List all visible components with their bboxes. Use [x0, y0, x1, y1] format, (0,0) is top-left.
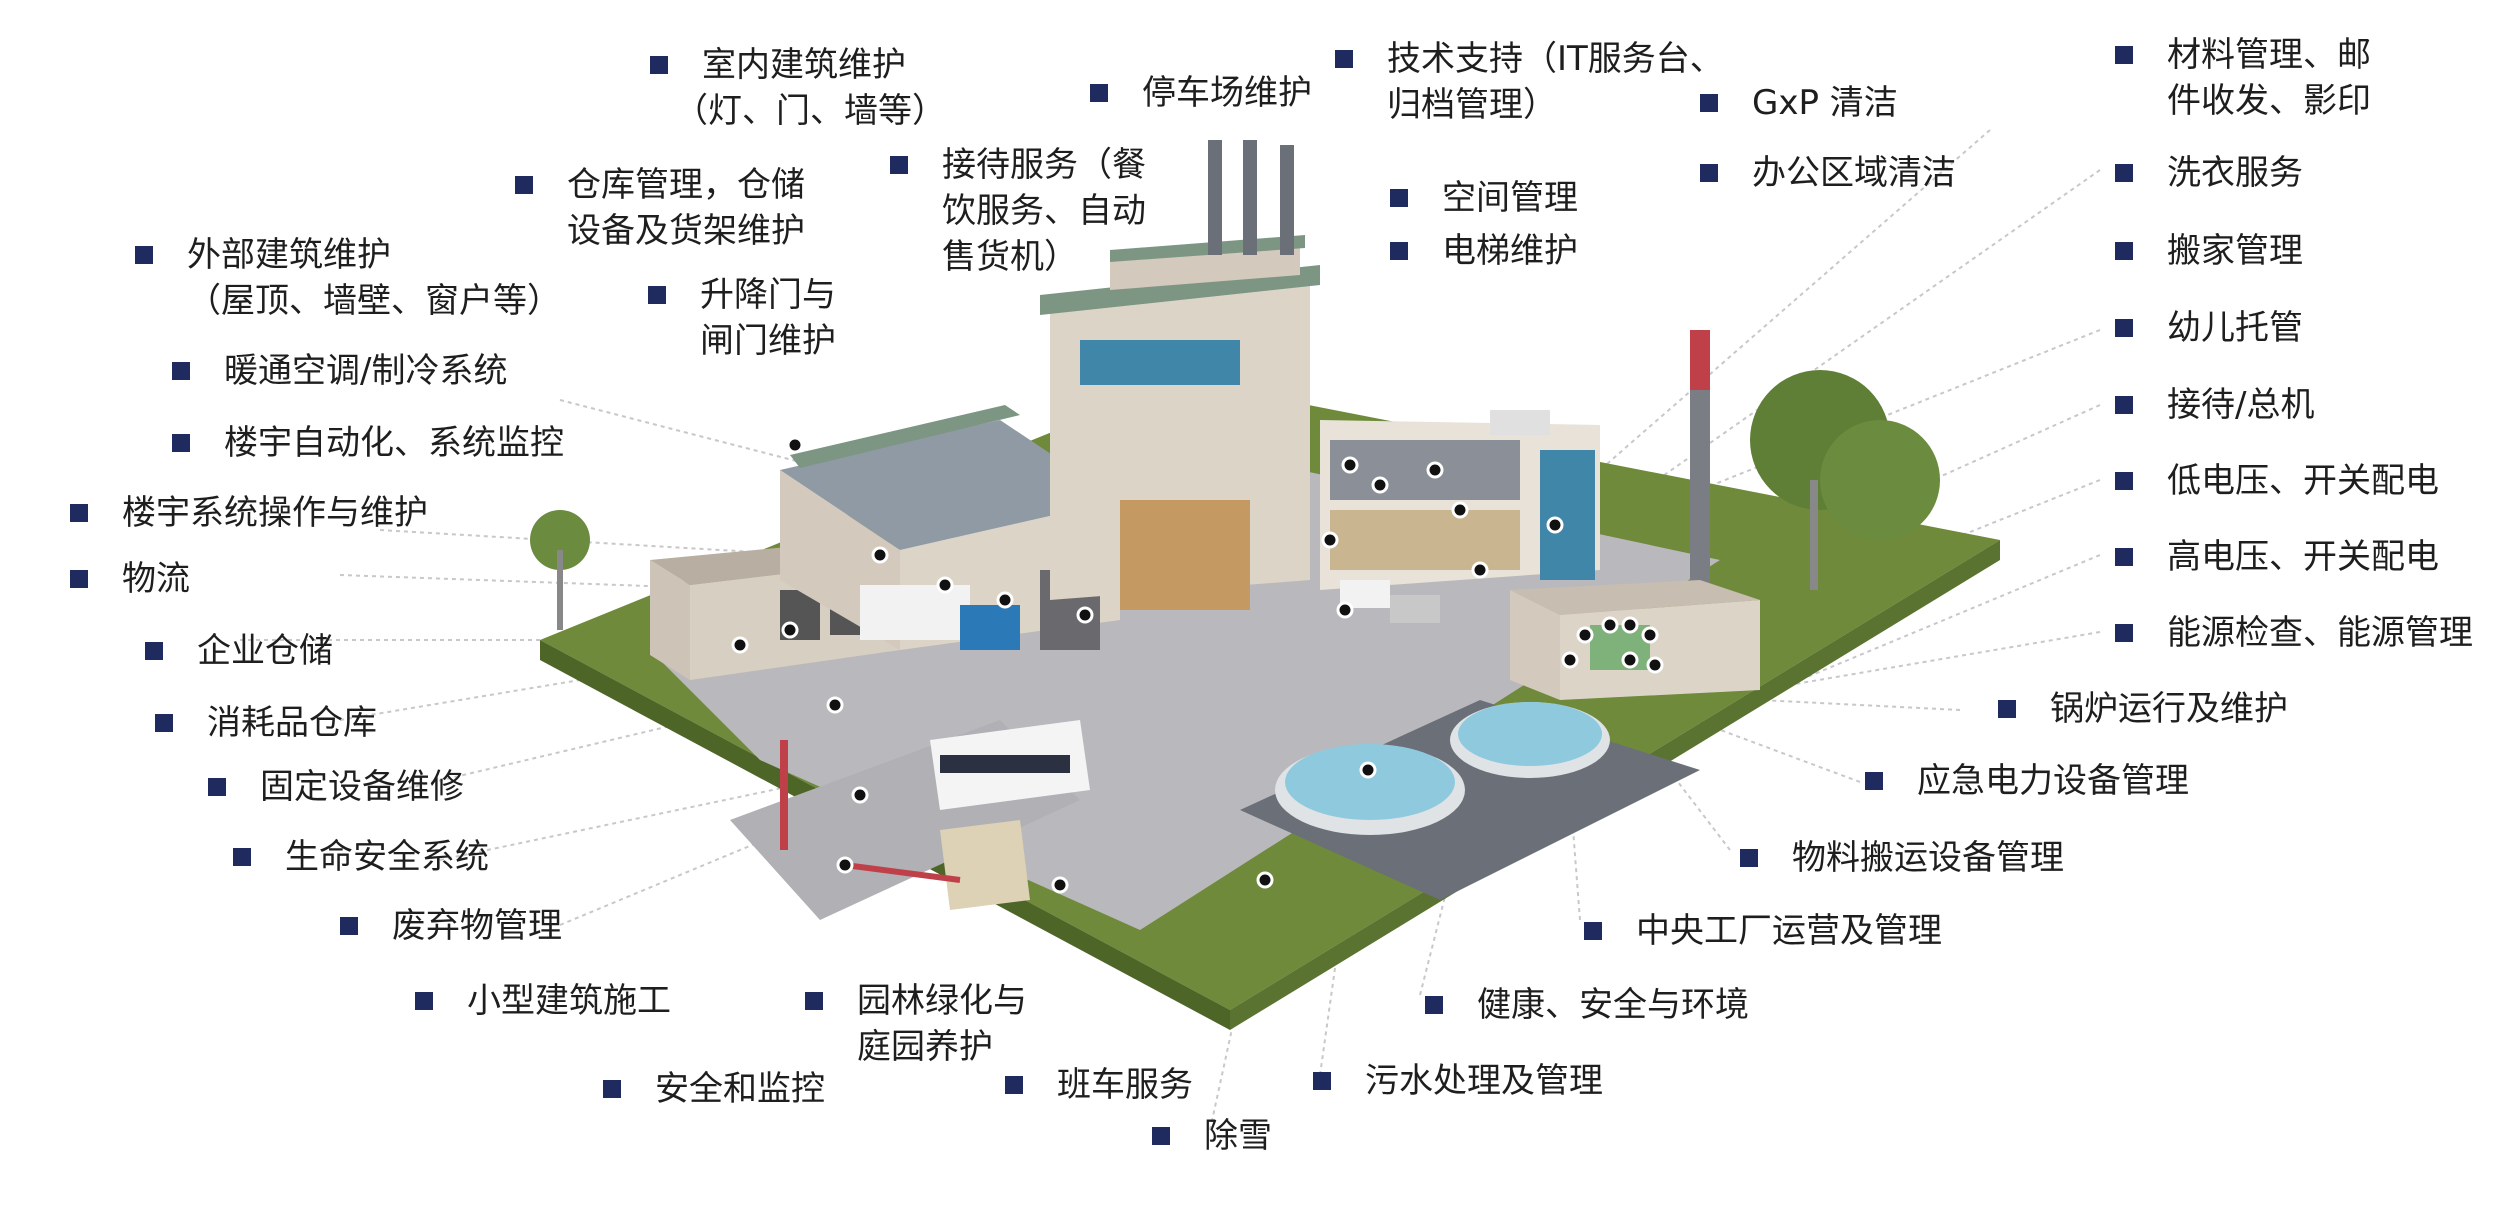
label-tech-support: 技术支持（IT服务台、归档管理）	[1335, 36, 1724, 128]
label-fixed-equipment: 固定设备维修	[208, 764, 464, 810]
bullet-square-icon	[233, 848, 251, 866]
bullet-square-icon	[155, 714, 173, 732]
bullet-square-icon	[1152, 1127, 1170, 1145]
bullet-square-icon	[1700, 94, 1718, 112]
label-space-mgmt: 空间管理	[1390, 175, 1578, 221]
bullet-square-icon	[1865, 772, 1883, 790]
bullet-square-icon	[415, 992, 433, 1010]
bullet-square-icon	[145, 642, 163, 660]
label-life-safety: 生命安全系统	[233, 834, 489, 880]
label-low-voltage: 低电压、开关配电	[2115, 458, 2439, 504]
bullet-square-icon	[1740, 849, 1758, 867]
label-reception-services: 接待服务（餐饮服务、自动售货机）	[890, 142, 1146, 280]
label-boiler: 锅炉运行及维护	[1998, 686, 2288, 732]
bullet-square-icon	[515, 176, 533, 194]
callout-dots	[731, 436, 1664, 894]
bullet-square-icon	[1390, 189, 1408, 207]
label-ehs: 健康、安全与环境	[1425, 982, 1749, 1028]
label-wastewater: 污水处理及管理	[1313, 1058, 1603, 1104]
bullet-square-icon	[2115, 164, 2133, 182]
bullet-square-icon	[603, 1080, 621, 1098]
label-hvac: 暖通空调/制冷系统	[172, 348, 507, 394]
label-waste-mgmt: 废弃物管理	[340, 903, 562, 949]
bullet-square-icon	[1998, 700, 2016, 718]
label-moving-mgmt: 搬家管理	[2115, 228, 2303, 274]
bullet-square-icon	[2115, 624, 2133, 642]
label-reception-switchboard: 接待/总机	[2115, 382, 2314, 428]
bullet-square-icon	[648, 286, 666, 304]
label-office-cleaning: 办公区域清洁	[1700, 150, 1956, 196]
label-energy-mgmt: 能源检查、能源管理	[2115, 610, 2473, 656]
label-enterprise-storage: 企业仓储	[145, 628, 333, 674]
label-elevator-maint: 电梯维护	[1390, 228, 1578, 274]
bullet-square-icon	[2115, 548, 2133, 566]
label-material-handling: 物料搬运设备管理	[1740, 835, 2064, 881]
bullet-square-icon	[135, 246, 153, 264]
bullet-square-icon	[2115, 396, 2133, 414]
label-gxp-cleaning: GxP 清洁	[1700, 80, 1898, 126]
bullet-square-icon	[1005, 1076, 1023, 1094]
label-shuttle: 班车服务	[1005, 1062, 1193, 1108]
label-laundry: 洗衣服务	[2115, 150, 2303, 196]
bullet-square-icon	[2115, 472, 2133, 490]
label-emergency-power: 应急电力设备管理	[1865, 758, 2189, 804]
label-security: 安全和监控	[603, 1066, 825, 1112]
bullet-square-icon	[208, 778, 226, 796]
label-building-systems-ops: 楼宇系统操作与维护	[70, 490, 428, 536]
label-parking-maint: 停车场维护	[1090, 70, 1312, 116]
bullet-square-icon	[340, 917, 358, 935]
bullet-square-icon	[70, 570, 88, 588]
label-building-automation: 楼宇自动化、系统监控	[172, 420, 564, 466]
label-central-plant: 中央工厂运营及管理	[1584, 908, 1942, 954]
label-warehouse-mgmt: 仓库管理，仓储设备及货架维护	[515, 162, 805, 254]
label-snow-removal: 除雪	[1152, 1113, 1272, 1159]
bullet-square-icon	[1390, 242, 1408, 260]
bullet-square-icon	[805, 992, 823, 1010]
bullet-square-icon	[172, 362, 190, 380]
label-landscaping: 园林绿化与庭园养护	[805, 978, 1027, 1070]
bullet-square-icon	[1313, 1072, 1331, 1090]
bullet-square-icon	[1425, 996, 1443, 1014]
label-materials-mail: 材料管理、邮件收发、影印	[2115, 32, 2371, 124]
bullet-square-icon	[2115, 242, 2133, 260]
bullet-square-icon	[1335, 50, 1353, 68]
bullet-square-icon	[890, 156, 908, 174]
bullet-square-icon	[1090, 84, 1108, 102]
label-consumables-warehouse: 消耗品仓库	[155, 700, 377, 746]
label-lift-gate-maint: 升降门与闸门维护	[648, 272, 836, 364]
bullet-square-icon	[1700, 164, 1718, 182]
bullet-square-icon	[1584, 922, 1602, 940]
bullet-square-icon	[70, 504, 88, 522]
label-small-construction: 小型建筑施工	[415, 978, 671, 1024]
bullet-square-icon	[650, 56, 668, 74]
label-high-voltage: 高电压、开关配电	[2115, 534, 2439, 580]
bullet-square-icon	[172, 434, 190, 452]
label-logistics: 物流	[70, 556, 190, 602]
bullet-square-icon	[2115, 46, 2133, 64]
label-childcare: 幼儿托管	[2115, 305, 2303, 351]
label-exterior-building-maint: 外部建筑维护（屋顶、墙壁、窗户等）	[135, 232, 561, 324]
label-indoor-building-maint: 室内建筑维护（灯、门、墙等）	[650, 42, 946, 134]
bullet-square-icon	[2115, 319, 2133, 337]
